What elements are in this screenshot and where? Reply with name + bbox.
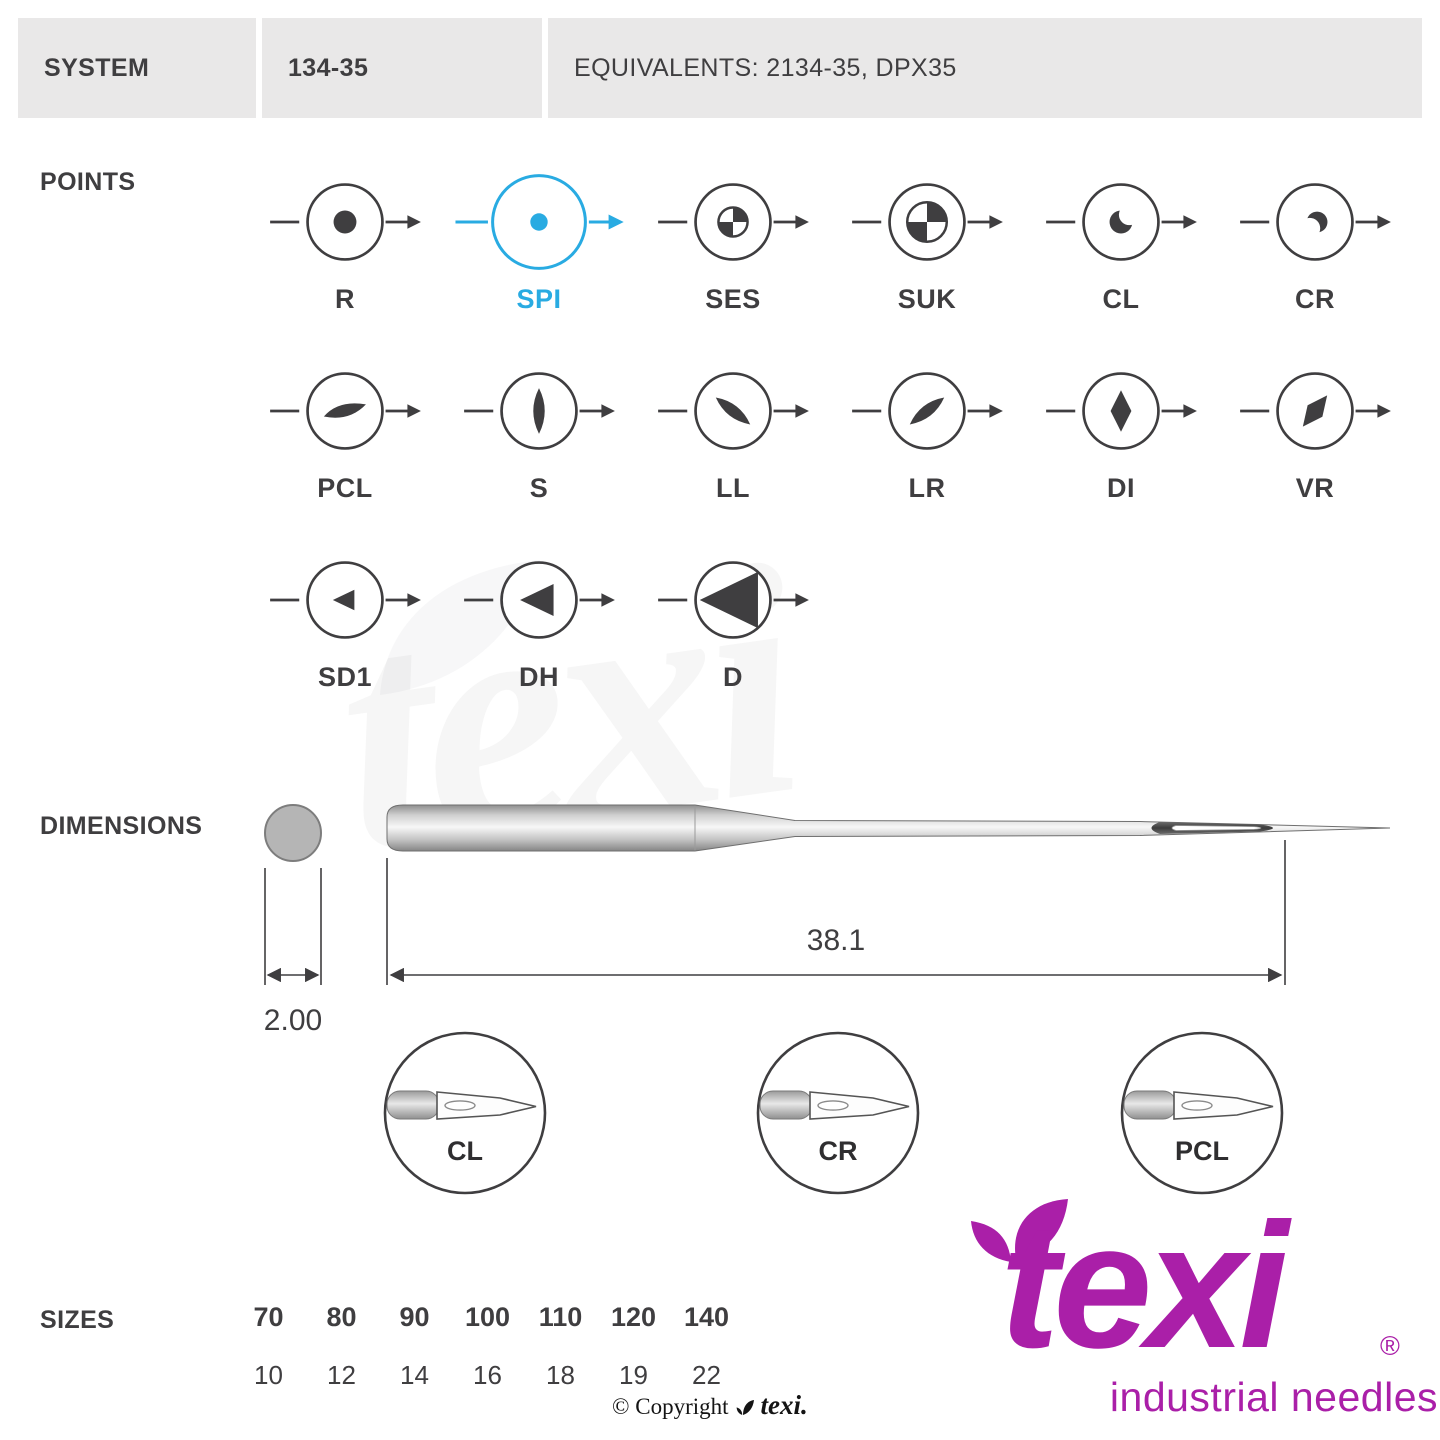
cr-point-icon (1235, 170, 1395, 274)
texi-leaf-icon (736, 1400, 754, 1415)
point-CL: CL (1024, 170, 1218, 315)
point-label: CR (1295, 284, 1335, 314)
point-LR: LR (830, 359, 1024, 504)
point-S: S (442, 359, 636, 504)
sd1-point-icon (265, 548, 425, 652)
point-label: SUK (897, 284, 957, 314)
needle-dimension-diagram: 2.00 38.1 (240, 778, 1420, 1058)
size-metric: 80 (326, 1302, 357, 1332)
point-label: DH (519, 662, 559, 692)
point-label: SES (705, 284, 761, 314)
point-label: SD1 (317, 662, 373, 692)
system-value: 134-35 (288, 53, 369, 82)
lr-point-icon (847, 359, 1007, 463)
point-DH: DH (442, 548, 636, 693)
copyright-line: © Copyright texi. (612, 1390, 808, 1421)
size-metric: 140 (683, 1302, 730, 1332)
tip-detail-label: CR (818, 1136, 858, 1166)
length-dimension (386, 840, 1286, 985)
ll-point-icon (653, 359, 813, 463)
texi-logo: texi ® (971, 1195, 1400, 1370)
point-label: D (723, 662, 743, 692)
point-label: S (529, 473, 549, 503)
logo-text: texi (1000, 1195, 1292, 1370)
ses-point-icon (653, 170, 813, 274)
sizes-section-label: SIZES (40, 1306, 115, 1334)
points-row: SD1 DH D (248, 548, 1418, 737)
point-label: R (335, 284, 355, 314)
size-singer: 14 (400, 1360, 429, 1390)
size-col-100: 100 16 (451, 1302, 524, 1391)
needle-body (386, 804, 1391, 852)
s-point-icon (459, 359, 619, 463)
equivalents-box: EQUIVALENTS: 2134-35, DPX35 (548, 18, 1422, 118)
size-col-110: 110 18 (524, 1302, 597, 1391)
points-grid: R SPI SES SUK CL CR PCL S LL LR DI VR SD1 DH D (248, 170, 1418, 737)
point-PCL: PCL (248, 359, 442, 504)
point-label: LL (716, 473, 750, 503)
size-metric: 70 (253, 1302, 284, 1332)
spi-point-icon (450, 170, 628, 274)
suk-point-icon (847, 170, 1007, 274)
logo-subtitle: industrial needles (1109, 1374, 1438, 1420)
points-row: R SPI SES SUK CL CR (248, 170, 1418, 359)
size-singer: 22 (692, 1360, 721, 1390)
equivalents-text: EQUIVALENTS: 2134-35, DPX35 (574, 53, 957, 82)
r-point-icon (265, 170, 425, 274)
system-label-box: SYSTEM (18, 18, 256, 118)
point-label: DI (1107, 473, 1135, 503)
size-col-90: 90 14 (378, 1302, 451, 1391)
point-SD1: SD1 (248, 548, 442, 693)
vr-point-icon (1235, 359, 1395, 463)
size-metric: 110 (538, 1302, 583, 1332)
shank-cross-section (264, 804, 322, 862)
point-R: R (248, 170, 442, 315)
size-col-120: 120 19 (597, 1302, 670, 1391)
size-metric: 90 (399, 1302, 430, 1332)
tip-detail-label: PCL (1175, 1136, 1229, 1166)
dimensions-section-label: DIMENSIONS (40, 812, 203, 840)
size-col-80: 80 12 (305, 1302, 378, 1391)
size-singer: 10 (254, 1360, 283, 1390)
point-SPI: SPI (442, 170, 636, 315)
dh-point-icon (459, 548, 619, 652)
point-LL: LL (636, 359, 830, 504)
system-label: SYSTEM (44, 53, 150, 82)
point-DI: DI (1024, 359, 1218, 504)
tip-detail-label: CL (447, 1136, 483, 1166)
size-singer: 16 (473, 1360, 502, 1390)
size-singer: 19 (619, 1360, 648, 1390)
length-value: 38.1 (807, 924, 865, 957)
copyright-brand: texi. (760, 1390, 808, 1420)
point-CR: CR (1218, 170, 1412, 315)
size-col-140: 140 22 (670, 1302, 743, 1391)
point-label: CL (1102, 284, 1140, 314)
size-metric: 100 (464, 1302, 511, 1332)
point-label: SPI (516, 284, 562, 314)
point-label: VR (1295, 473, 1335, 503)
copyright-text: © Copyright (612, 1394, 729, 1419)
diameter-value: 2.00 (264, 1004, 322, 1037)
point-VR: VR (1218, 359, 1412, 504)
system-value-box: 134-35 (262, 18, 542, 118)
point-SES: SES (636, 170, 830, 315)
d-point-icon (653, 548, 813, 652)
sizes-grid: 70 10 80 12 90 14 100 16 110 18 120 19 140 22 (232, 1302, 743, 1391)
points-section-label: POINTS (40, 168, 136, 196)
di-point-icon (1041, 359, 1201, 463)
size-singer: 18 (546, 1360, 575, 1390)
diameter-dimension (264, 868, 322, 985)
point-label: PCL (317, 473, 373, 503)
logo-leaf-icon (1015, 1199, 1068, 1259)
point-label: LR (908, 473, 946, 503)
pcl-point-icon (265, 359, 425, 463)
size-col-70: 70 10 (232, 1302, 305, 1391)
cl-point-icon (1041, 170, 1201, 274)
point-D: D (636, 548, 830, 693)
logo-registered-icon: ® (1380, 1331, 1400, 1361)
points-row: PCL S LL LR DI VR (248, 359, 1418, 548)
size-metric: 120 (610, 1302, 657, 1332)
point-SUK: SUK (830, 170, 1024, 315)
size-singer: 12 (327, 1360, 356, 1390)
